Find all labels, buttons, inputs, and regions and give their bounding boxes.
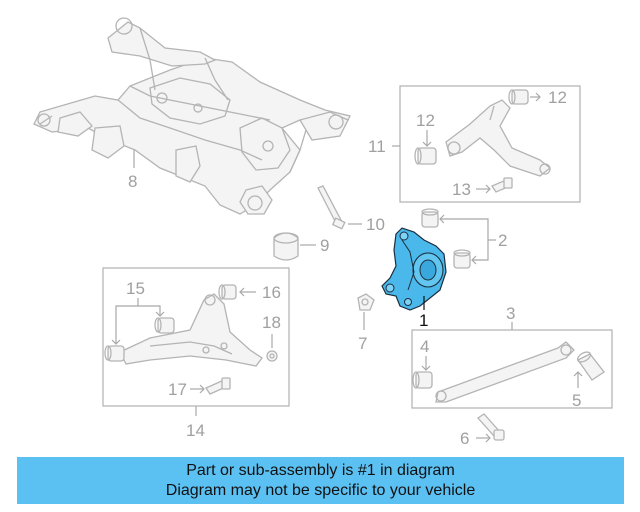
parts-diagram: 8 10 9 11 12 12 13 xyxy=(33,17,613,448)
banner-line-1: Part or sub-assembly is #1 in diagram xyxy=(186,461,455,479)
callout-8[interactable]: 8 xyxy=(128,172,137,191)
callout-11[interactable]: 11 xyxy=(368,137,386,156)
callout-18[interactable]: 18 xyxy=(262,313,281,332)
callout-12a[interactable]: 12 xyxy=(548,88,567,107)
callout-13[interactable]: 13 xyxy=(452,180,471,199)
bolt-13 xyxy=(491,177,513,193)
info-banner: Part or sub-assembly is #1 in diagram Di… xyxy=(17,457,624,504)
callout-7[interactable]: 7 xyxy=(358,334,367,353)
callout-10[interactable]: 10 xyxy=(366,215,385,234)
arrow-13 xyxy=(485,184,491,194)
arrow-15b xyxy=(155,311,165,317)
bolt-17 xyxy=(205,377,231,395)
callout-5[interactable]: 5 xyxy=(572,391,581,410)
upper-arm-group-box xyxy=(399,85,581,203)
banner-line-2: Diagram may not be specific to your vehi… xyxy=(165,481,476,499)
callout-14[interactable]: 14 xyxy=(186,421,205,440)
arrow-16 xyxy=(239,287,245,297)
bushing-15a xyxy=(154,317,175,334)
rear-knuckle-highlighted[interactable] xyxy=(381,227,447,311)
arrow-5 xyxy=(573,371,583,377)
callout-16[interactable]: 16 xyxy=(262,283,281,302)
bolt-6 xyxy=(477,413,505,441)
bolt-10 xyxy=(317,185,346,230)
callout-9[interactable]: 9 xyxy=(320,236,329,255)
callout-17[interactable]: 17 xyxy=(168,380,187,399)
arrow-17 xyxy=(199,384,205,394)
arrow-2b xyxy=(471,255,477,265)
bushing-4 xyxy=(412,371,433,389)
bushing-16 xyxy=(218,284,237,300)
callout-3[interactable]: 3 xyxy=(506,304,515,323)
callout-6[interactable]: 6 xyxy=(460,429,469,448)
arrow-12b xyxy=(422,141,432,147)
arrow-6 xyxy=(485,433,491,443)
bushing-12b xyxy=(414,147,437,165)
cover-plate-7 xyxy=(357,293,375,311)
callout-15[interactable]: 15 xyxy=(126,279,145,298)
callout-4[interactable]: 4 xyxy=(420,337,429,356)
callout-1[interactable]: 1 xyxy=(419,311,428,330)
bushing-15b xyxy=(104,345,125,362)
bushing-2a xyxy=(421,208,439,228)
arrow-4 xyxy=(421,365,431,371)
rear-subframe xyxy=(33,17,351,215)
bushing-2b xyxy=(453,249,471,269)
nut-18 xyxy=(266,350,278,362)
lower-control-arm xyxy=(119,293,263,367)
callout-2[interactable]: 2 xyxy=(498,231,507,250)
arrow-15a xyxy=(111,339,121,345)
lateral-link xyxy=(435,341,575,403)
upper-control-arm xyxy=(445,99,552,177)
bushing-5 xyxy=(576,351,605,381)
callout-12b[interactable]: 12 xyxy=(416,111,435,130)
arrow-12 xyxy=(535,92,541,102)
mount-9 xyxy=(273,232,299,261)
arrow-2a xyxy=(439,214,445,224)
bushing-12a xyxy=(508,89,529,105)
